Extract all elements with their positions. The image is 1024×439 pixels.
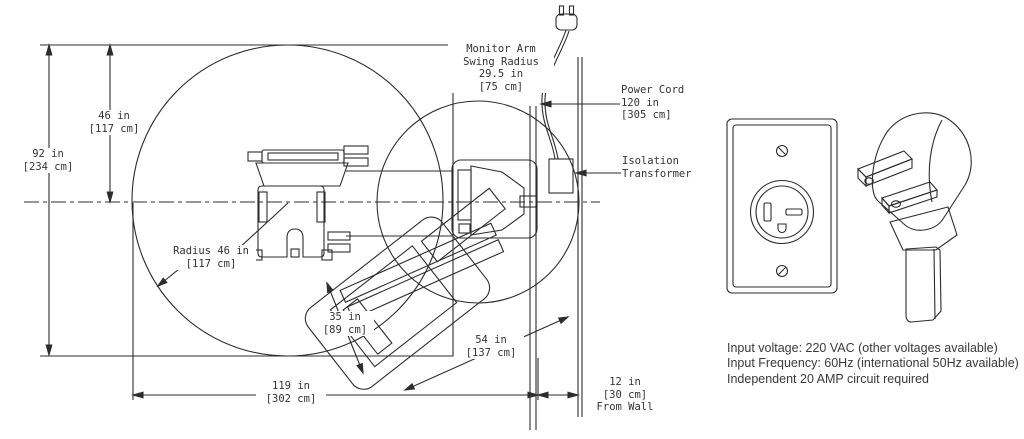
outlet-drawing bbox=[726, 118, 838, 294]
outlet-plate bbox=[726, 118, 838, 294]
dim-label-92in: 92 in [234 cm] bbox=[8, 148, 88, 174]
plug-neck bbox=[889, 206, 958, 251]
outlet-screw-bottom bbox=[775, 264, 789, 278]
wall-line bbox=[577, 57, 583, 417]
dimension-92-line bbox=[45, 42, 53, 358]
plug-blade-upper bbox=[857, 150, 913, 188]
dim-label-12in-from-wall: 12 in [30 cm] From Wall bbox=[584, 376, 666, 414]
dim-label-46in: 46 in [117 cm] bbox=[82, 110, 146, 136]
monitor-top-view bbox=[247, 145, 369, 261]
dim-label-35in: 35 in [89 cm] bbox=[316, 311, 374, 337]
isolation-transformer-box bbox=[548, 158, 574, 194]
dim-label-119in: 119 in [302 cm] bbox=[256, 380, 326, 406]
spec-input-frequency: Input Frequency: 60Hz (international 50H… bbox=[727, 356, 1019, 371]
power-cord-line bbox=[541, 29, 570, 160]
label-radius-46in: Radius 46 in [117 cm] bbox=[166, 245, 256, 271]
spec-circuit: Independent 20 AMP circuit required bbox=[727, 371, 929, 386]
column-line bbox=[529, 106, 537, 430]
label-isolation-transformer: Isolation Transformer bbox=[621, 155, 693, 181]
dimension-119-line bbox=[130, 203, 541, 400]
label-power-cord: Power Cord 120 in [305 cm] bbox=[620, 84, 686, 122]
swing-circle-large bbox=[131, 44, 444, 357]
electrical-specs: Input voltage: 220 VAC (other voltages a… bbox=[727, 341, 1019, 387]
plug-cord bbox=[905, 246, 942, 323]
plug-drawing bbox=[857, 112, 972, 323]
label-monitor-arm-swing-radius: Monitor Arm Swing Radius 29.5 in [75 cm] bbox=[448, 43, 554, 94]
outlet-screw-top bbox=[775, 144, 789, 158]
monitor-mount bbox=[451, 159, 538, 239]
isolation-transformer-leader bbox=[573, 169, 621, 177]
plug-body bbox=[871, 112, 972, 231]
envelope-outline bbox=[40, 44, 454, 357]
cord-plug-icon bbox=[555, 5, 578, 31]
plug-blade-lower bbox=[881, 181, 938, 215]
power-cord-leader bbox=[538, 100, 621, 108]
dimension-12-line bbox=[535, 391, 581, 399]
outlet-receptacle bbox=[749, 179, 815, 245]
dim-label-54in: 54 in [137 cm] bbox=[458, 334, 524, 360]
spec-input-voltage: Input voltage: 220 VAC (other voltages a… bbox=[727, 341, 998, 355]
arm-rails bbox=[346, 170, 452, 237]
